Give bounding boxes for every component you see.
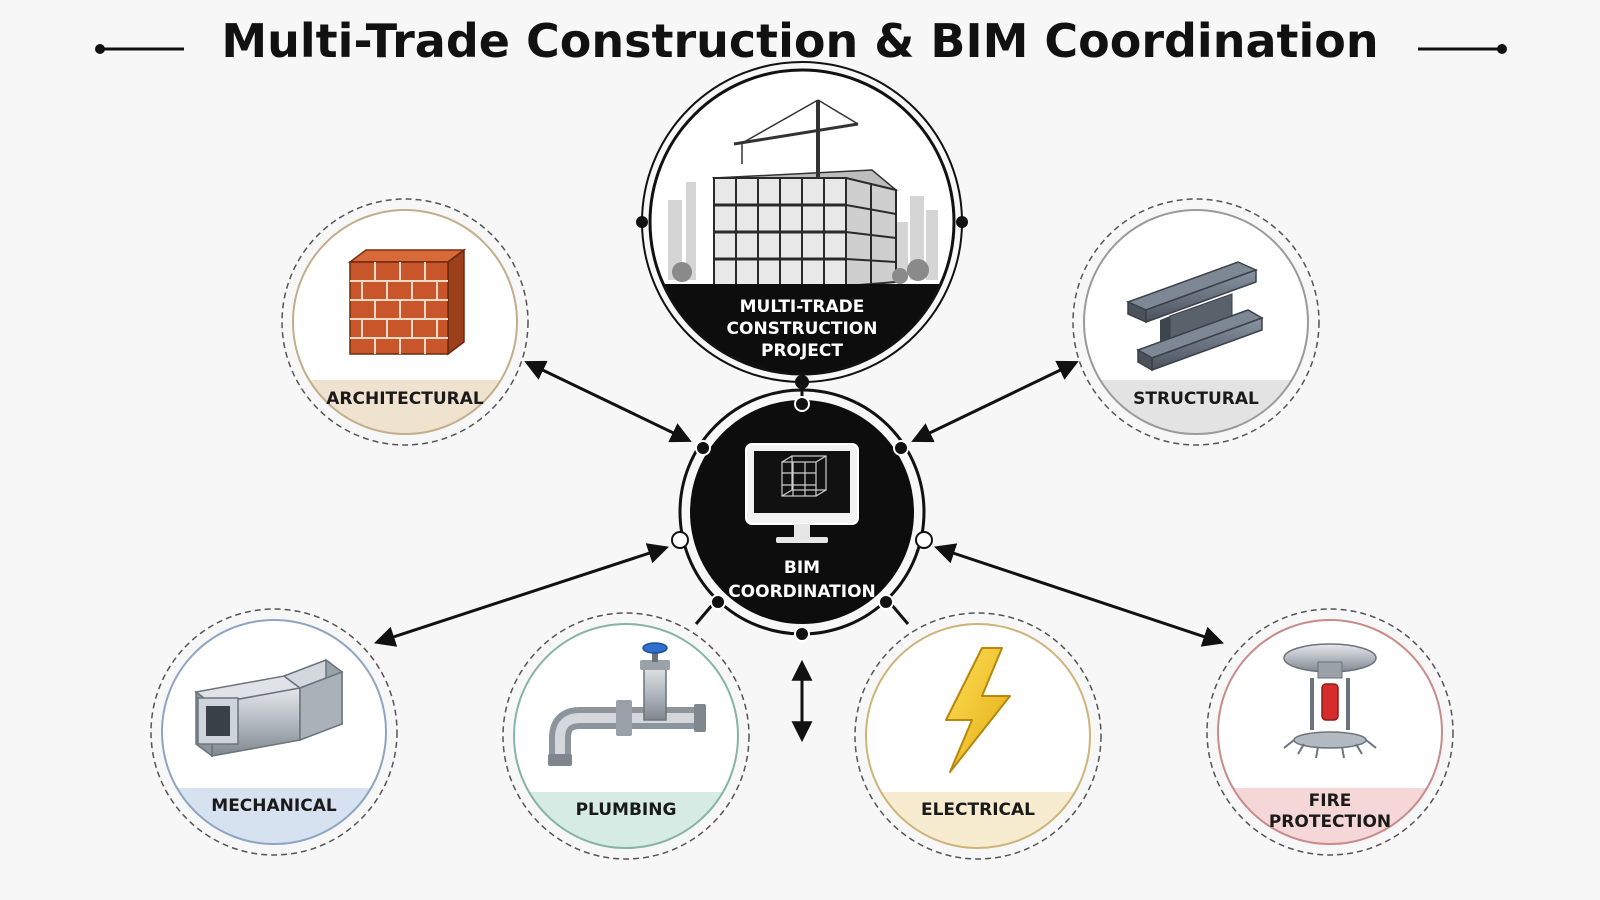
trade-node-mechanical: MECHANICAL [150, 608, 398, 856]
arrow-structural [911, 360, 1079, 443]
building-under-construction-crane-icon [711, 99, 898, 288]
bim-hub-node: BIM COORDINATION [671, 388, 933, 642]
trade-label-architectural: ARCHITECTURAL [326, 389, 484, 409]
trade-node-fire-protection: FIRE PROTECTION [1206, 608, 1454, 856]
hub-label-line-2: COORDINATION [728, 582, 876, 602]
trade-node-architectural: ARCHITECTURAL [281, 198, 529, 446]
pipe-valve-icon [548, 642, 706, 766]
project-label-line-3: PROJECT [761, 341, 843, 361]
arrow-fire-protection [934, 543, 1224, 647]
brick-wall-icon [347, 248, 467, 356]
hvac-duct-icon [194, 658, 344, 758]
title-rule-left [95, 44, 184, 54]
trade-label-mechanical: MECHANICAL [211, 796, 337, 816]
trade-label-fire-protection-line-2: PROTECTION [1269, 812, 1391, 832]
computer-monitor-3d-model-icon [745, 443, 859, 543]
skyline [668, 182, 938, 280]
arrow-mechanical [374, 543, 669, 647]
steel-i-beam-icon [1125, 261, 1264, 372]
project-label-line-2: CONSTRUCTION [727, 319, 878, 339]
hub-label-line-1: BIM [784, 558, 820, 578]
trade-label-electrical: ELECTRICAL [921, 800, 1035, 820]
title-rule-right [1418, 44, 1507, 54]
project-label-line-1: MULTI-TRADE [740, 297, 865, 317]
trade-node-electrical: ELECTRICAL [854, 612, 1102, 860]
trade-label-structural: STRUCTURAL [1133, 389, 1259, 409]
trade-label-fire-protection-line-1: FIRE [1309, 791, 1352, 811]
arrow-architectural [524, 360, 692, 443]
lightning-bolt-icon [945, 647, 1011, 773]
trade-label-plumbing: PLUMBING [576, 800, 677, 820]
fire-sprinkler-icon [1283, 643, 1377, 759]
project-node: MULTI-TRADE CONSTRUCTION PROJECT [636, 61, 968, 389]
trade-node-structural: STRUCTURAL [1072, 198, 1320, 446]
trade-node-plumbing: PLUMBING [502, 612, 750, 860]
page-title: Multi-Trade Construction & BIM Coordinat… [221, 14, 1379, 68]
trees [672, 259, 929, 284]
